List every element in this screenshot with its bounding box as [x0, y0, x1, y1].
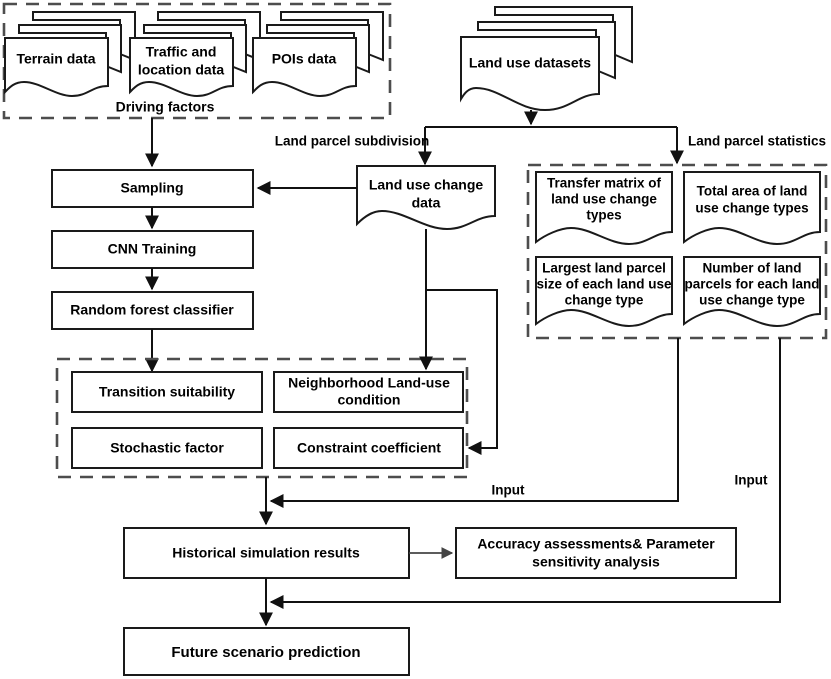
- largest-parcel-label-line1: Largest land parcel: [542, 261, 666, 276]
- node-parcel-number[interactable]: Number of land parcels for each land use…: [683, 256, 821, 328]
- parcel-number-doc: [683, 256, 821, 328]
- pois-doc-front: [252, 37, 357, 98]
- node-sampling[interactable]: Sampling: [51, 169, 254, 208]
- transition-suitability-box: [71, 371, 263, 413]
- landuse-datasets-label: Land use datasets: [469, 55, 591, 71]
- land-use-change-data-label-line2: data: [412, 195, 441, 211]
- node-land-use-change-data[interactable]: Land use change data: [356, 165, 496, 231]
- pois-label: POIs data: [272, 51, 337, 67]
- land-parcel-statistics-label: Land parcel statistics: [688, 134, 826, 149]
- node-largest-parcel[interactable]: Largest land parcel size of each land us…: [535, 256, 673, 328]
- largest-parcel-doc: [535, 256, 673, 328]
- historical-simulation-box: [123, 527, 410, 579]
- future-scenario-box: [123, 627, 410, 676]
- edge-lucd-to-constraint: [426, 289, 498, 455]
- node-historical-simulation[interactable]: Historical simulation results: [123, 527, 410, 579]
- stochastic-factor-box: [71, 427, 263, 469]
- ca-factors-group: [55, 357, 469, 479]
- neighborhood-condition-box: [273, 371, 464, 413]
- sampling-label: Sampling: [120, 180, 183, 196]
- edge-input-2: [269, 338, 781, 609]
- stochastic-factor-label: Stochastic factor: [110, 440, 224, 456]
- transition-suitability-label: Transition suitability: [99, 384, 235, 400]
- node-total-area[interactable]: Total area of land use change types: [683, 171, 821, 246]
- node-stochastic-factor[interactable]: Stochastic factor: [71, 427, 263, 469]
- node-neighborhood-condition[interactable]: Neighborhood Land-use condition: [273, 371, 464, 413]
- node-future-scenario[interactable]: Future scenario prediction: [123, 627, 410, 676]
- edge-input-1: [269, 338, 679, 508]
- data-source-pois[interactable]: POIs data: [252, 11, 384, 98]
- landuse-doc-front: [460, 36, 600, 112]
- parcel-number-label-line2: parcels for each land: [684, 277, 819, 292]
- transfer-matrix-doc: [535, 171, 673, 246]
- driving-factors-group: [2, 2, 392, 120]
- accuracy-assessment-label-line2: sensitivity analysis: [532, 554, 660, 570]
- neighborhood-condition-label-line1: Neighborhood Land-use: [288, 375, 450, 391]
- constraint-coefficient-box: [273, 427, 464, 469]
- sampling-box: [51, 169, 254, 208]
- transfer-matrix-label-line1: Transfer matrix of: [547, 176, 662, 191]
- constraint-coefficient-label: Constraint coefficient: [297, 440, 441, 456]
- node-transfer-matrix[interactable]: Transfer matrix of land use change types: [535, 171, 673, 246]
- random-forest-label: Random forest classifier: [70, 302, 234, 318]
- traffic-doc-front: [129, 37, 234, 98]
- total-area-label-line2: use change types: [695, 201, 808, 216]
- node-cnn-training[interactable]: CNN Training: [51, 230, 254, 269]
- node-constraint-coefficient[interactable]: Constraint coefficient: [273, 427, 464, 469]
- transfer-matrix-label-line2: land use change: [551, 192, 657, 207]
- total-area-label-line1: Total area of land: [697, 184, 808, 199]
- driving-factors-label: Driving factors: [116, 99, 215, 115]
- accuracy-assessment-label-line1: Accuracy assessments& Parameter: [477, 536, 715, 552]
- parcel-number-label-line1: Number of land: [702, 261, 801, 276]
- traffic-label-line2: location data: [138, 62, 225, 78]
- data-source-landuse-datasets[interactable]: Land use datasets: [460, 6, 633, 112]
- largest-parcel-label-line2: size of each land use: [536, 277, 672, 292]
- data-source-traffic[interactable]: Traffic and location data: [129, 11, 261, 98]
- cnn-training-label: CNN Training: [108, 241, 197, 257]
- transfer-matrix-label-line3: types: [586, 208, 621, 223]
- land-parcel-subdivision-label: Land parcel subdivision: [275, 134, 430, 149]
- terrain-label: Terrain data: [16, 51, 95, 67]
- traffic-label-line1: Traffic and: [146, 44, 217, 60]
- input-2-label: Input: [735, 473, 768, 488]
- parcel-number-label-line3: use change type: [699, 293, 805, 308]
- historical-simulation-label: Historical simulation results: [172, 545, 360, 561]
- total-area-doc: [683, 171, 821, 246]
- neighborhood-condition-label-line2: condition: [338, 392, 401, 408]
- land-use-change-data-label-line1: Land use change: [369, 177, 484, 193]
- node-accuracy-assessment[interactable]: Accuracy assessments& Parameter sensitiv…: [455, 527, 737, 579]
- accuracy-assessment-box: [455, 527, 737, 579]
- random-forest-box: [51, 291, 254, 330]
- data-source-terrain[interactable]: Terrain data: [4, 11, 136, 98]
- input-1-label: Input: [492, 483, 525, 498]
- terrain-doc-front: [4, 37, 109, 98]
- node-transition-suitability[interactable]: Transition suitability: [71, 371, 263, 413]
- node-random-forest[interactable]: Random forest classifier: [51, 291, 254, 330]
- largest-parcel-label-line3: change type: [565, 293, 644, 308]
- future-scenario-label: Future scenario prediction: [171, 644, 360, 661]
- land-use-change-data-doc: [356, 165, 496, 231]
